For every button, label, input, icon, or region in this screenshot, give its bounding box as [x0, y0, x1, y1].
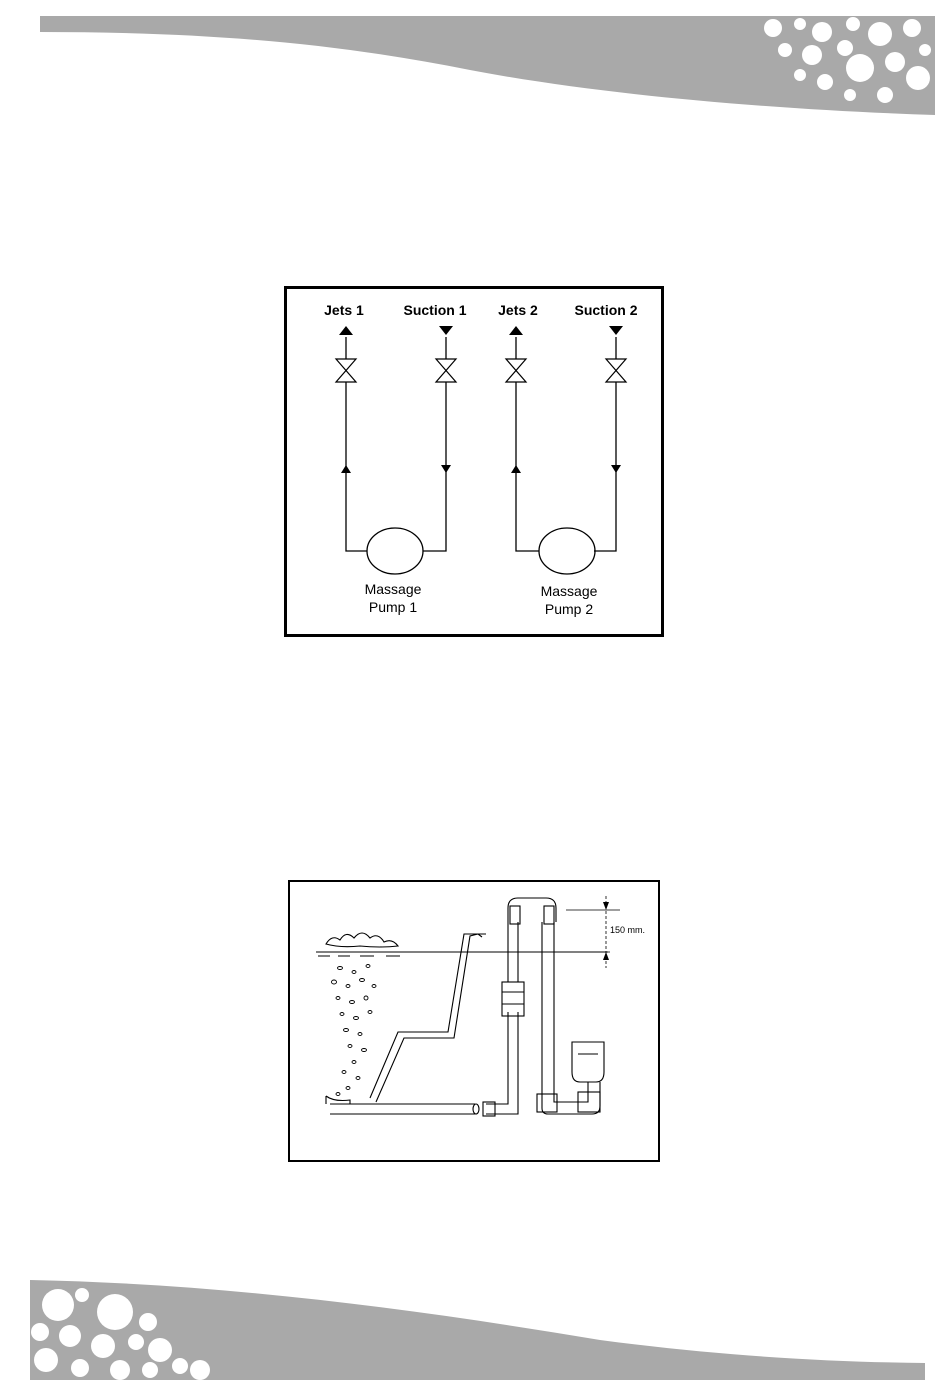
- pump-schematic-diagram: Jets 1 Suction 1 Jets 2 Suction 2 Massag…: [284, 286, 664, 637]
- bubbles-icon: [332, 965, 377, 1096]
- arrow-down-icon: [611, 465, 621, 473]
- footer-banner: [0, 1270, 950, 1387]
- valve-icon: [436, 359, 456, 382]
- arrow-up-icon: [511, 465, 521, 473]
- foam-icon: [326, 933, 398, 947]
- arrow-up-icon: [509, 326, 523, 335]
- valve-icon: [506, 359, 526, 382]
- arrow-down-icon: [441, 465, 451, 473]
- dimension-label: 150 mm.: [610, 925, 645, 935]
- label-pump-2-line-1: Massage: [541, 583, 598, 599]
- installation-drawing: 150 mm.: [288, 880, 660, 1162]
- arrow-up-icon: [339, 326, 353, 335]
- label-jets-1: Jets 1: [324, 302, 364, 318]
- arrow-down-icon: [609, 326, 623, 335]
- header-swoosh: [40, 16, 935, 115]
- label-pump-1-line-2: Pump 1: [369, 599, 417, 615]
- label-pump-2-line-2: Pump 2: [545, 601, 593, 617]
- header-banner: [0, 0, 950, 130]
- label-jets-2: Jets 2: [498, 302, 538, 318]
- label-suction-1: Suction 1: [403, 302, 466, 318]
- pump-icon: [572, 1042, 604, 1082]
- label-pump-1-line-1: Massage: [365, 581, 422, 597]
- label-suction-2: Suction 2: [574, 302, 637, 318]
- valve-icon: [336, 359, 356, 382]
- footer-swoosh: [30, 1280, 925, 1380]
- arrow-up-icon: [603, 952, 609, 960]
- valve-icon: [606, 359, 626, 382]
- arrow-up-icon: [341, 465, 351, 473]
- installation-svg: 150 mm.: [290, 882, 658, 1160]
- arrow-down-icon: [439, 326, 453, 335]
- pump-schematic-svg: Jets 1 Suction 1 Jets 2 Suction 2 Massag…: [287, 289, 661, 634]
- arrow-down-icon: [603, 902, 609, 910]
